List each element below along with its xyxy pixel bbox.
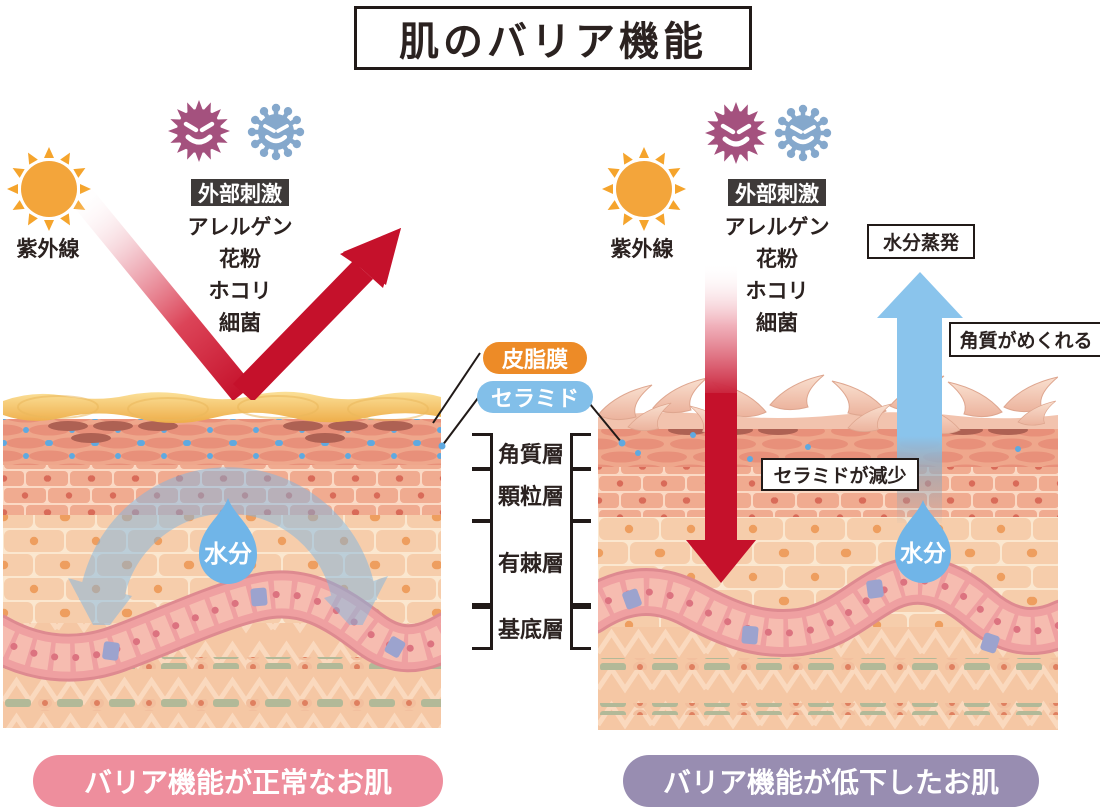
bracket-left-basal bbox=[472, 606, 493, 650]
virus-icon bbox=[774, 104, 832, 162]
layer-label-granular: 顆粒層 bbox=[497, 485, 564, 510]
ceramide-pill: セラミド bbox=[477, 381, 593, 413]
flaking-note-box: 角質がめくれる bbox=[949, 322, 1100, 357]
bracket-right-granular bbox=[570, 468, 591, 522]
external-stimuli-badge-right: 外部刺激 bbox=[728, 179, 826, 206]
bracket-left-spinous bbox=[472, 520, 493, 606]
stimulus-dust-right: ホコリ bbox=[745, 279, 809, 303]
moisture-label-left: 水分 bbox=[204, 540, 252, 568]
sebum-film-pill: 皮脂膜 bbox=[483, 342, 587, 374]
stimulus-allergen-right: アレルゲン bbox=[724, 215, 830, 239]
moisture-label-right: 水分 bbox=[900, 541, 946, 567]
water-droplet-icon bbox=[199, 498, 257, 585]
bracket-left-granular bbox=[472, 468, 493, 522]
legend-leader-lines bbox=[432, 352, 626, 450]
layer-label-basal: 基底層 bbox=[497, 618, 564, 643]
uv-label-right: 紫外線 bbox=[610, 237, 674, 261]
moisture-retained-arc-arrow bbox=[68, 467, 388, 625]
stimulus-dust-left: ホコリ bbox=[208, 279, 272, 303]
page-title: 肌のバリア機能 bbox=[354, 6, 752, 70]
stimulus-allergen-left: アレルゲン bbox=[187, 215, 293, 239]
sun-icon bbox=[7, 147, 91, 231]
germ-icon bbox=[705, 102, 767, 164]
germ-icon bbox=[168, 100, 230, 162]
stimulus-bacteria-right: 細菌 bbox=[756, 311, 798, 335]
stimulus-pollen-left: 花粉 bbox=[219, 247, 261, 271]
bracket-right-spinous bbox=[570, 520, 591, 606]
uv-penetrating-arrow bbox=[686, 262, 756, 583]
stimulus-bacteria-left: 細菌 bbox=[219, 311, 261, 335]
sun-icon bbox=[602, 147, 686, 231]
uv-label-left: 紫外線 bbox=[16, 237, 80, 261]
caption-damaged-skin: バリア機能が低下したお肌 bbox=[623, 755, 1039, 807]
evaporation-note-box: 水分蒸発 bbox=[867, 224, 975, 259]
bracket-right-basal bbox=[570, 606, 591, 650]
ceramide-decrease-note-box: セラミドが減少 bbox=[761, 458, 919, 491]
external-stimuli-badge-left: 外部刺激 bbox=[191, 179, 289, 206]
water-droplet-icon bbox=[895, 500, 951, 583]
skin-cross-section-damaged bbox=[598, 374, 1058, 730]
uv-beam-reflected-arrow bbox=[68, 184, 401, 400]
stimulus-pollen-right: 花粉 bbox=[756, 247, 798, 271]
caption-normal-skin: バリア機能が正常なお肌 bbox=[33, 755, 443, 807]
virus-icon bbox=[247, 103, 305, 161]
layer-label-spinous: 有棘層 bbox=[497, 552, 564, 577]
layer-label-stratum-corneum: 角質層 bbox=[497, 443, 564, 468]
